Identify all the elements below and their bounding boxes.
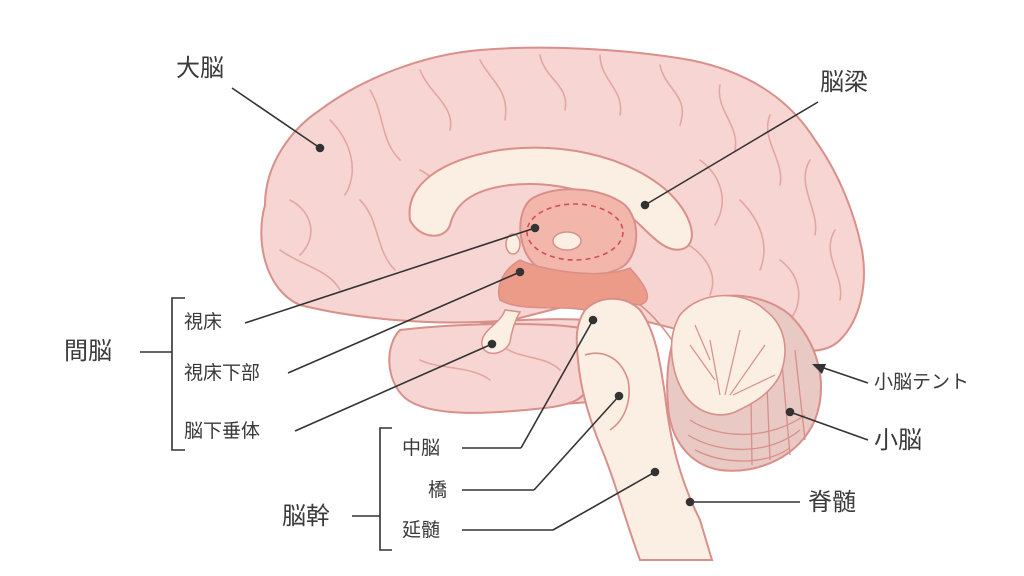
arbor-vitae bbox=[670, 294, 786, 416]
label-medulla: 延髄 bbox=[402, 519, 441, 541]
label-hypothalamus: 視床下部 bbox=[184, 362, 261, 384]
label-thalamus: 視床 bbox=[184, 311, 223, 333]
gyri-lines bbox=[279, 54, 842, 381]
brainstem-shape bbox=[575, 297, 714, 561]
label-cerebellum: 小脳 bbox=[874, 426, 922, 454]
leader-lines bbox=[231, 87, 869, 531]
label-spinal-cord: 脊髄 bbox=[808, 488, 856, 516]
label-brainstem: 脳幹 bbox=[282, 502, 330, 530]
arbor-vitae-branches bbox=[689, 324, 776, 396]
thalamus-dashed-outline bbox=[526, 203, 624, 261]
label-diencephalon: 間脳 bbox=[64, 337, 112, 365]
pons-bulge bbox=[584, 352, 630, 431]
label-pituitary: 脳下垂体 bbox=[184, 420, 261, 442]
label-cerebrum: 大脳 bbox=[176, 54, 224, 82]
label-corpus-callosum: 脳梁 bbox=[820, 68, 868, 96]
label-midbrain: 中脳 bbox=[402, 437, 441, 459]
corpus-callosum-shape bbox=[408, 146, 693, 251]
label-pons: 橋 bbox=[428, 479, 448, 501]
temporal-lobe-shape bbox=[388, 323, 592, 414]
brackets bbox=[140, 297, 392, 551]
thalamus-shape bbox=[519, 188, 638, 278]
interthalamic-adhesion bbox=[552, 231, 582, 251]
fornix-blob bbox=[505, 233, 521, 255]
label-tentorium: 小脳テント bbox=[874, 371, 970, 393]
tentorium-arrowhead bbox=[812, 364, 826, 374]
